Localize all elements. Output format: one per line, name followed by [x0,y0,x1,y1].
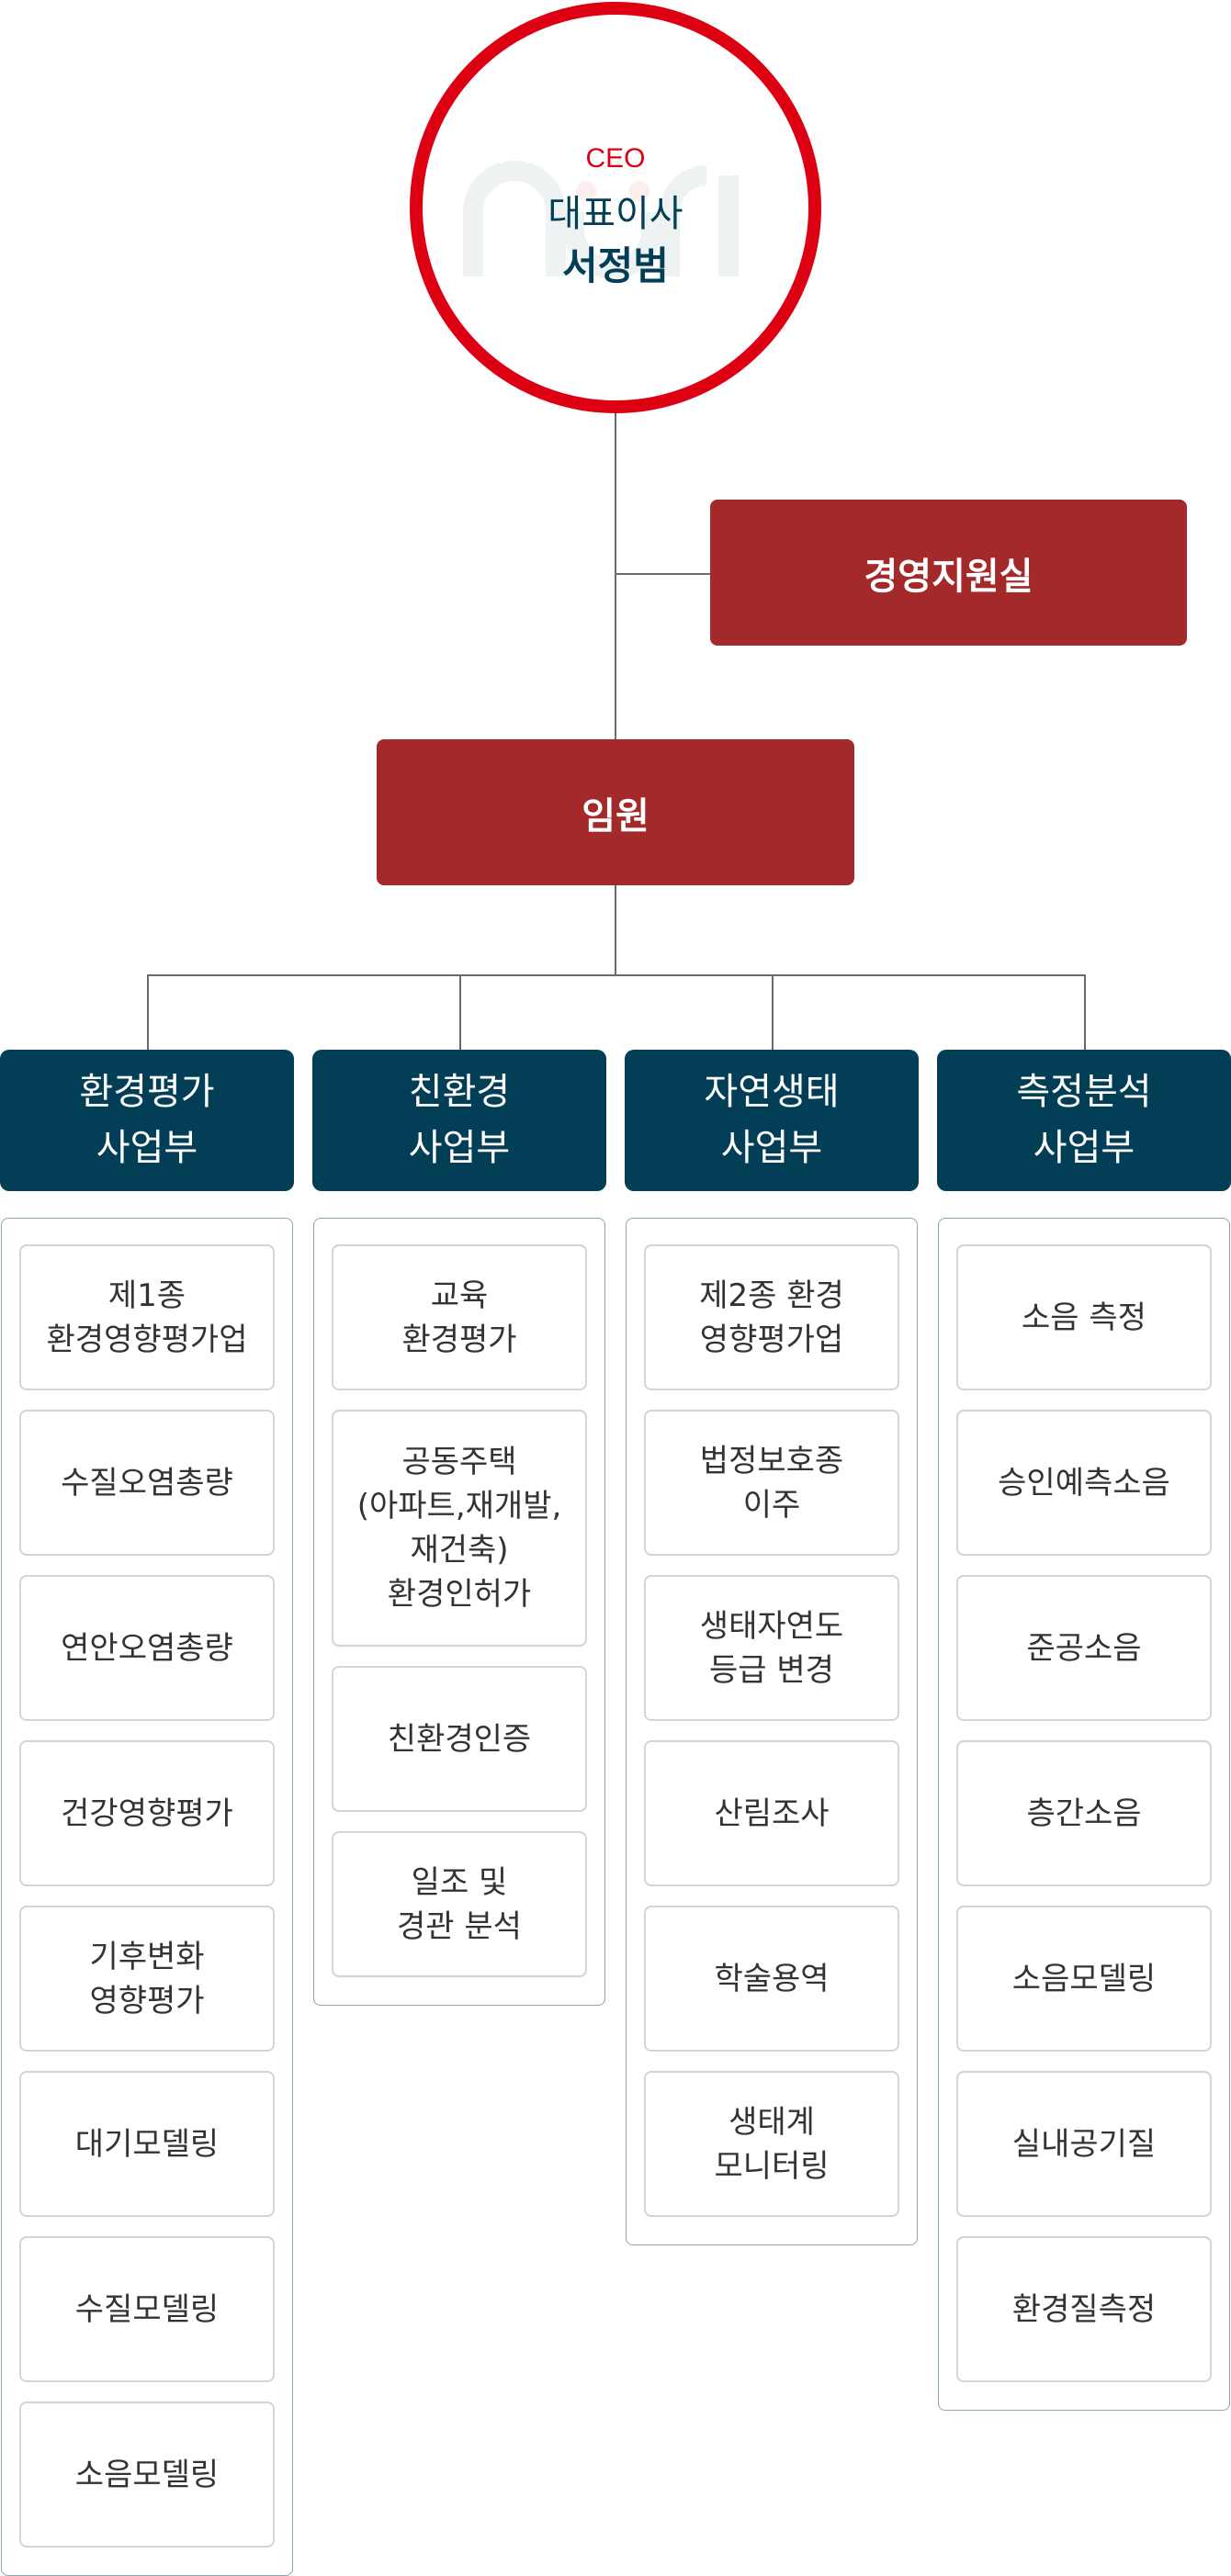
connector-executives-down [615,885,616,975]
ceo-circle: CEO 대표이사 서정범 [410,2,821,413]
business-item: 실내공기질 [956,2071,1212,2217]
business-item: 생태계 모니터링 [644,2071,899,2217]
business-item: 산림조사 [644,1740,899,1886]
business-item: 교육 환경평가 [332,1244,587,1390]
support-office-box: 경영지원실 [710,500,1187,646]
department-header: 자연생태 사업부 [625,1050,919,1191]
nuri-logo-watermark [463,161,739,279]
business-item: 건강영향평가 [19,1740,275,1886]
connector-horizontal [147,974,1086,976]
business-item: 법정보호종 이주 [644,1410,899,1556]
business-item: 수질오염총량 [19,1410,275,1556]
business-item: 학술용역 [644,1906,899,2052]
business-item: 소음 측정 [956,1244,1212,1390]
business-item: 생태자연도 등급 변경 [644,1575,899,1721]
business-item: 연안오염총량 [19,1575,275,1721]
ceo-name: 서정범 [562,243,669,288]
business-item: 일조 및 경관 분석 [332,1831,587,1977]
business-item: 공동주택 (아파트,재개발, 재건축) 환경인허가 [332,1410,587,1647]
connector-dept-3 [772,974,774,1050]
executives-box: 임원 [377,739,854,885]
connector-dept-2 [459,974,461,1050]
connector-support-office [616,573,711,575]
business-item: 환경질측정 [956,2236,1212,2382]
ceo-title: 대표이사 [548,193,683,235]
business-item: 대기모델링 [19,2071,275,2217]
business-item: 층간소음 [956,1740,1212,1886]
business-item: 승인예측소음 [956,1410,1212,1556]
business-item: 소음모델링 [19,2402,275,2548]
business-item: 제1종 환경영향평가업 [19,1244,275,1390]
department-header: 환경평가 사업부 [0,1050,294,1191]
department-header: 친환경 사업부 [312,1050,606,1191]
business-item: 소음모델링 [956,1906,1212,2052]
connector-dept-4 [1084,974,1086,1050]
business-item: 기후변화 영향평가 [19,1906,275,2052]
business-item: 친환경인증 [332,1666,587,1812]
connector-dept-1 [147,974,149,1050]
department-header: 측정분석 사업부 [937,1050,1231,1191]
business-item: 준공소음 [956,1575,1212,1721]
connector-ceo-to-executives [615,404,616,740]
business-item: 제2종 환경 영향평가업 [644,1244,899,1390]
ceo-role: CEO [585,143,646,174]
business-item: 수질모델링 [19,2236,275,2382]
